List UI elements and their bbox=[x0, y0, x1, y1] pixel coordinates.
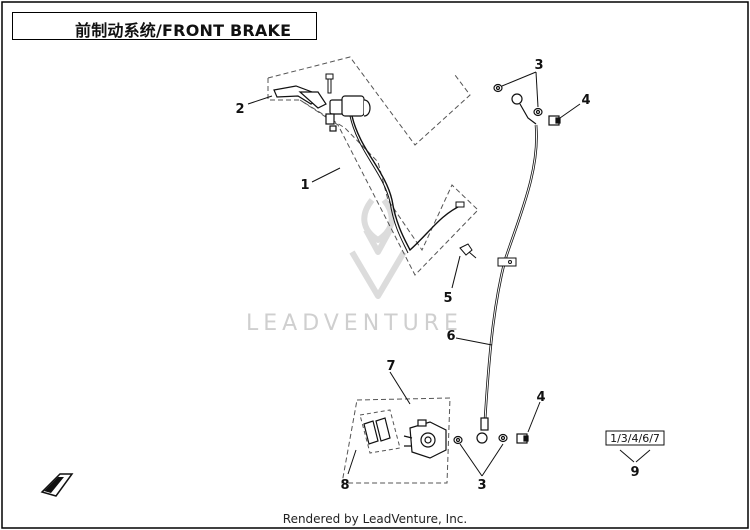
callout-4-bottom: 4 bbox=[536, 390, 545, 405]
brake-lever bbox=[273, 85, 327, 109]
callout-1: 1 bbox=[300, 178, 309, 193]
top-banjo-washers bbox=[493, 83, 543, 117]
callout-9: 9 bbox=[630, 465, 639, 480]
footer-credit: Rendered by LeadVenture, Inc. bbox=[282, 512, 468, 526]
bottom-banjo-bolt bbox=[516, 433, 529, 444]
kit-label: 1/3/4/6/7 bbox=[610, 432, 660, 445]
callout-8: 8 bbox=[340, 478, 349, 493]
master-cylinder-body bbox=[325, 95, 371, 132]
kit-label-box bbox=[605, 430, 665, 446]
top-banjo-bolt bbox=[548, 115, 561, 126]
title-box: 前制动系统/FRONT BRAKE bbox=[12, 12, 317, 40]
callout-3-top: 3 bbox=[534, 58, 543, 73]
diagram-title: 前制动系统/FRONT BRAKE bbox=[75, 21, 292, 40]
callout-5: 5 bbox=[443, 291, 452, 306]
front-brake-hose bbox=[483, 124, 538, 421]
callout-3-bottom: 3 bbox=[477, 478, 486, 493]
brake-caliper bbox=[403, 419, 447, 459]
watermark-text: LEADVENTURE bbox=[246, 311, 463, 336]
callout-6: 6 bbox=[446, 329, 455, 344]
master-cylinder-dashed-outline bbox=[267, 56, 479, 276]
bracket-bolt bbox=[459, 243, 477, 259]
hose-clamp-bracket bbox=[497, 257, 517, 267]
hose-end-fitting bbox=[455, 201, 465, 208]
callout-7: 7 bbox=[386, 359, 395, 374]
callout-4-top: 4 bbox=[581, 93, 590, 108]
brake-hose-upper-fitting bbox=[511, 93, 537, 125]
brake-pads-dashed-outline bbox=[359, 409, 401, 454]
master-cylinder-hose bbox=[351, 115, 463, 252]
leadventure-logo-watermark bbox=[349, 198, 407, 299]
brake-pads bbox=[363, 417, 391, 445]
callout-2: 2 bbox=[235, 102, 244, 117]
bottom-banjo-washers bbox=[453, 433, 508, 445]
caliper-dashed-outline bbox=[341, 397, 451, 484]
front-direction-icon bbox=[40, 473, 74, 497]
lever-pivot-bolt bbox=[325, 73, 334, 94]
brake-hose-lower-fitting bbox=[476, 417, 489, 444]
leader-lines bbox=[247, 71, 651, 477]
